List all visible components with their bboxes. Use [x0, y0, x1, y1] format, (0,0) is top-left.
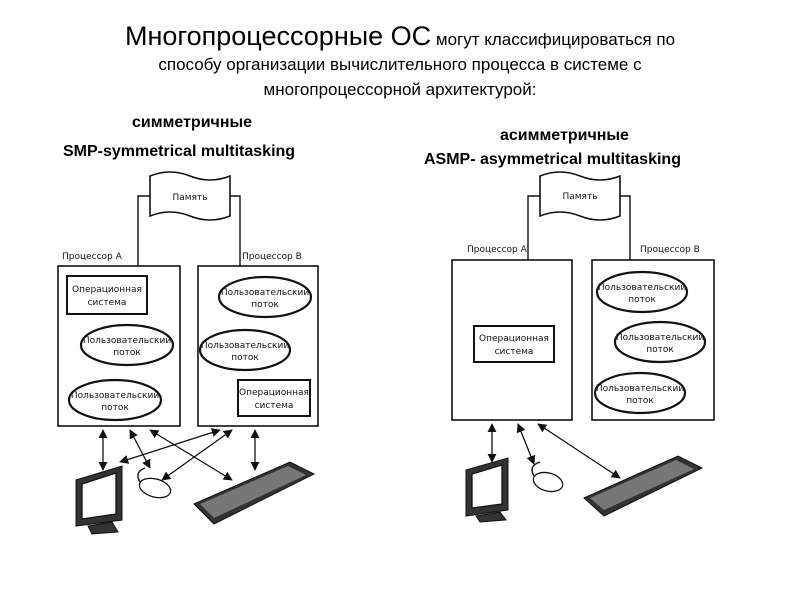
smp-thread-a1-l2: поток — [113, 348, 141, 358]
smp-thread-b2 — [198, 328, 292, 372]
asmp-thread-b3-l1: Пользовательский — [596, 384, 685, 394]
asmp-memory: Память — [539, 171, 621, 221]
smp-arrow-b-mouse — [161, 429, 233, 481]
asmp-arrow-keyboard — [537, 423, 621, 479]
smp-memory-label: Память — [172, 193, 207, 203]
mouse-icon — [531, 461, 564, 493]
smp-thread-a1 — [79, 323, 175, 367]
asmp-thread-b2-l2: поток — [646, 345, 674, 355]
asmp-heading: асимметричные — [500, 127, 629, 144]
smp-bus-b — [230, 195, 241, 266]
smp-arrow-a-mouse — [129, 429, 151, 469]
smp-os-b — [237, 379, 311, 417]
monitor-icon — [75, 465, 123, 535]
smp-subheading: SMP-symmetrical multitasking — [63, 143, 296, 160]
smp-thread-a2 — [67, 378, 163, 422]
asmp-bus-a — [527, 195, 540, 260]
smp-thread-a2-l1: Пользовательский — [71, 391, 160, 401]
smp-thread-a2-l2: поток — [101, 403, 129, 413]
asmp-os-a-l2: система — [495, 347, 534, 357]
asmp-thread-b2 — [613, 320, 707, 364]
asmp-proc-b-label: Процессор В — [640, 245, 700, 255]
smp-arrow-b-monitor — [119, 428, 221, 464]
smp-arrow-a-keyboard — [149, 429, 233, 481]
title-line-2: способу организации вычислительного проц… — [158, 55, 642, 74]
title-line-3: многопроцессорной архитектурой: — [263, 80, 537, 99]
smp-os-b-l1: Операционная — [239, 388, 309, 398]
smp-thread-b2-l1: Пользовательский — [201, 341, 290, 351]
smp-os-a-l1: Операционная — [72, 285, 142, 295]
smp-os-a-l2: система — [88, 298, 127, 308]
smp-thread-b1-l2: поток — [251, 300, 279, 310]
asmp-thread-b2-l1: Пользовательский — [616, 333, 705, 343]
mouse-icon — [137, 467, 172, 499]
asmp-thread-b3 — [593, 371, 687, 415]
smp-bus-a — [137, 195, 150, 266]
smp-diagram: Память Процессор А Операционная система … — [57, 171, 319, 535]
asmp-thread-b1-l2: поток — [628, 295, 656, 305]
asmp-thread-b1 — [595, 270, 689, 314]
smp-heading: симметричные — [132, 114, 253, 131]
asmp-arrow-mouse — [516, 423, 536, 465]
smp-thread-a1-l1: Пользовательский — [83, 336, 172, 346]
title-main: Многопроцессорные ОС — [124, 21, 432, 51]
smp-proc-b-label: Процессор В — [242, 252, 302, 262]
smp-thread-b2-l2: поток — [231, 353, 259, 363]
keyboard-icon — [193, 461, 316, 525]
smp-thread-b1 — [217, 275, 313, 319]
asmp-thread-b1-l1: Пользовательский — [598, 283, 687, 293]
page-title: Многопроцессорные ОС могут классифициров… — [40, 21, 760, 102]
title-rest: могут классифицироваться по — [431, 30, 676, 49]
asmp-diagram: Память Процессор А Операционная система … — [451, 171, 715, 523]
smp-os-b-l2: система — [255, 401, 294, 411]
asmp-os-a — [473, 325, 555, 363]
asmp-bus-b — [620, 195, 631, 260]
smp-memory: Память — [149, 171, 231, 221]
monitor-icon — [465, 457, 509, 523]
smp-proc-a-label: Процессор А — [62, 252, 123, 262]
smp-thread-b1-l1: Пользовательский — [221, 288, 310, 298]
asmp-subheading: ASMP- asymmetrical multitasking — [424, 151, 681, 168]
asmp-memory-label: Память — [562, 192, 597, 202]
asmp-os-a-l1: Операционная — [479, 334, 549, 344]
keyboard-icon — [583, 455, 704, 517]
asmp-thread-b3-l2: поток — [626, 396, 654, 406]
asmp-proc-a-label: Процессор А — [467, 245, 528, 255]
smp-os-a — [66, 275, 148, 315]
